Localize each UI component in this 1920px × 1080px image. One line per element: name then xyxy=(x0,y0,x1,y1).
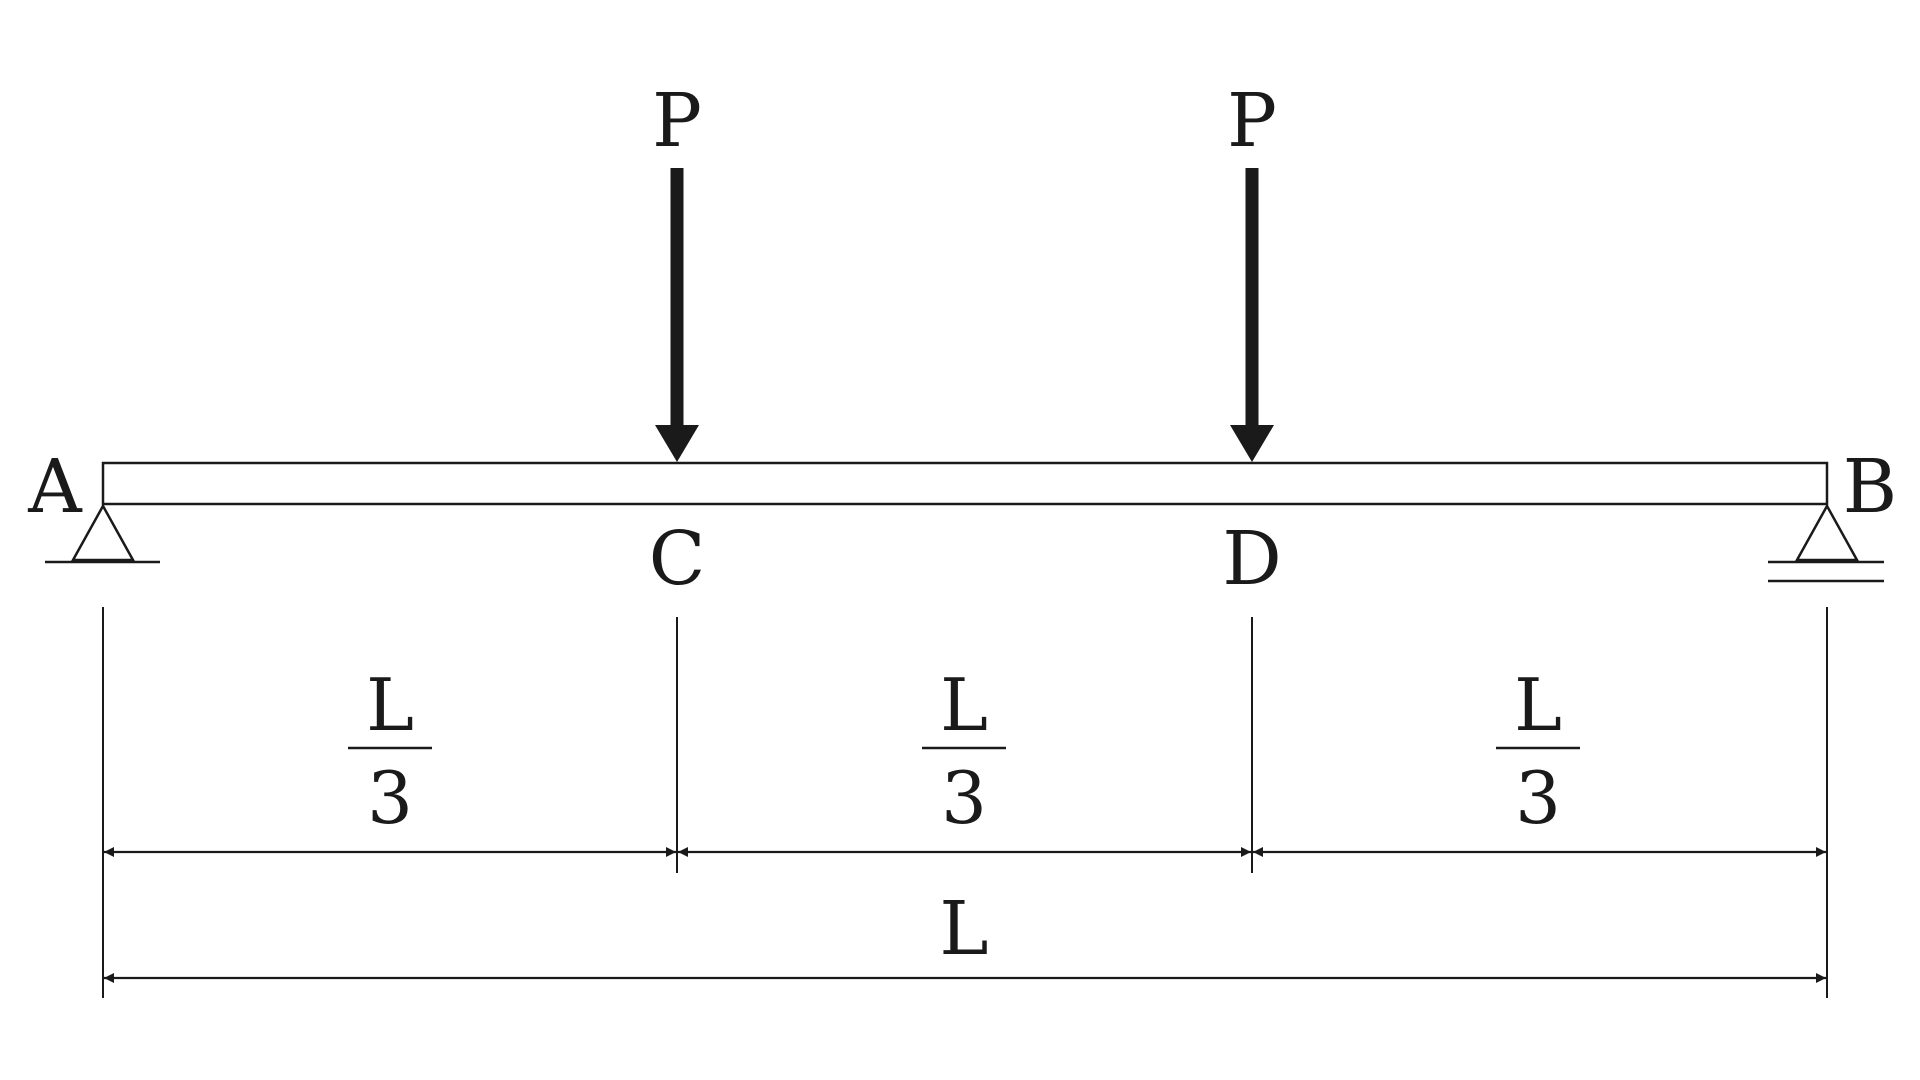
total-length-label: L xyxy=(939,886,988,972)
point-label-d: D xyxy=(1222,516,1281,602)
segment-fraction-ac: L 3 xyxy=(348,663,432,840)
beam xyxy=(101,461,1829,506)
point-label-a: A xyxy=(27,444,83,530)
pin-support-a xyxy=(45,503,160,564)
fraction-numerator: L xyxy=(940,663,988,747)
load-label-d: P xyxy=(1227,78,1277,164)
fraction-numerator: L xyxy=(366,663,414,747)
load-arrow-c xyxy=(655,168,699,462)
load-arrow-d xyxy=(1230,168,1274,462)
fraction-denominator: 3 xyxy=(367,756,413,840)
segment-fraction-cd: L 3 xyxy=(922,663,1006,840)
point-label-b: B xyxy=(1843,444,1897,530)
fraction-denominator: 3 xyxy=(1515,756,1561,840)
roller-support-b xyxy=(1768,503,1884,583)
load-label-c: P xyxy=(652,78,702,164)
point-label-c: C xyxy=(649,516,706,602)
fraction-denominator: 3 xyxy=(941,756,987,840)
fraction-numerator: L xyxy=(1514,663,1562,747)
segment-fraction-db: L 3 xyxy=(1496,663,1580,840)
